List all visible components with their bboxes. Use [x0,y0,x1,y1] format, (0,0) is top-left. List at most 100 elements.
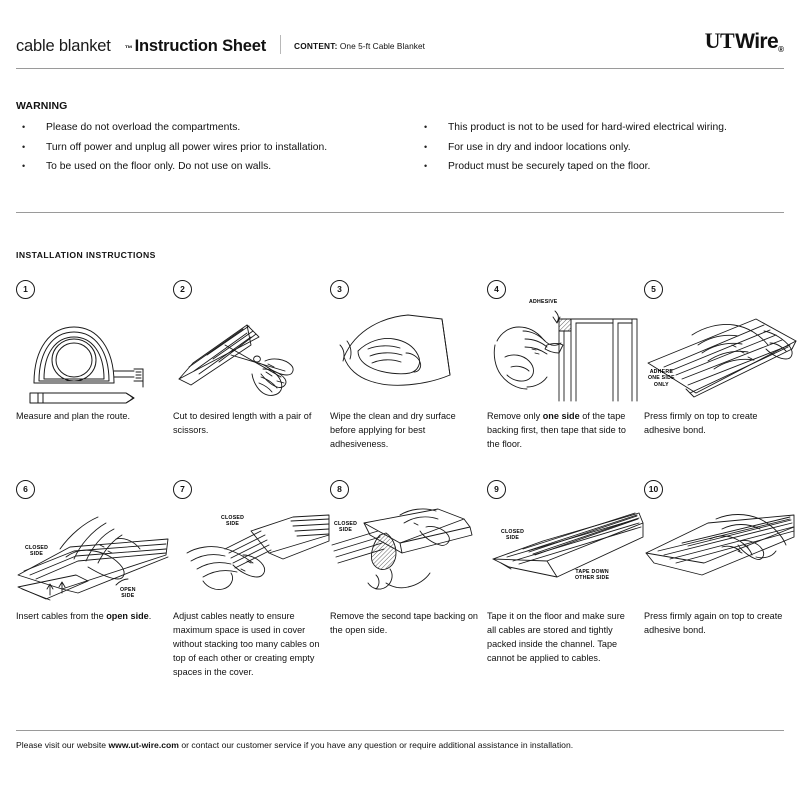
registered-mark-icon: ® [778,45,784,55]
warning-item: • This product is not to be used for har… [424,120,794,135]
hand-adjusting-icon [186,546,266,590]
insert-arrows [46,581,66,596]
section-rule [16,212,784,213]
step-8: 8 CLOSED SIDE [330,480,487,679]
callout-adhesive: ADHESIVE [529,299,558,305]
hand-pressing-icon [709,514,787,560]
step-number-badge: 5 [644,280,663,299]
step-1-caption: Measure and plan the route. [16,409,164,423]
warning-heading: WARNING [16,100,68,112]
step-10: 10 [644,480,800,679]
steps-row-one: 1 [16,280,797,451]
cloth-icon [343,314,451,386]
bullet-icon: • [424,122,428,132]
hand-peeling-icon [367,508,450,590]
hand-pressing-icon [691,324,793,370]
step-number-badge: 10 [644,480,663,499]
step-6-caption-pre: Insert cables from the [16,611,107,621]
step-10-caption-pre: Press firmly again on top to create adhe… [644,611,783,635]
callout-closed-side: CLOSED SIDE [501,529,525,542]
step-8-illustration: CLOSED SIDE [330,501,487,606]
step-4-caption-post: of the tape backing first, then tape tha… [487,411,626,449]
bullet-icon: • [424,161,428,171]
content-label: CONTENT: [294,41,338,51]
footer-website[interactable]: www.ut-wire.com [108,740,179,750]
step-7: 7 CLOSED SIDE [173,480,330,679]
bullet-icon: • [22,122,26,132]
warning-item-text: Turn off power and unplug all power wire… [46,141,328,153]
callout-adhere-one-side-only: ADHERE ONE SIDE ONLY [648,369,675,388]
step-8-caption-pre: Remove the second tape backing on the op… [330,611,478,635]
step-4-illustration: ADHESIVE [487,299,644,406]
step-10-caption: Press firmly again on top to create adhe… [644,609,792,637]
hand-wiping-icon [357,338,422,375]
step-5-caption-pre: Press firmly on top to create adhesive b… [644,411,758,435]
warning-item: • Please do not overload the compartment… [22,120,422,135]
hand-icon [251,362,285,396]
cable-cover-strip [178,324,260,386]
step-3-caption: Wipe the clean and dry surface before ap… [330,409,478,451]
step-9-caption-pre: Tape it on the floor and make sure all c… [487,611,625,663]
step-6-caption: Insert cables from the open side. [16,609,164,623]
step-3: 3 [330,280,487,451]
hand-inserting-icon [59,516,141,580]
step-1: 1 [16,280,173,451]
step-4-caption-bold: one side [542,411,580,421]
step-number-badge: 4 [487,280,506,299]
hand-peeling-icon [493,326,564,390]
step-number-badge: 7 [173,480,192,499]
tape-backing-peel [371,532,397,570]
step-number-badge: 3 [330,280,349,299]
step-number-badge: 1 [16,280,35,299]
step-5-caption: Press firmly on top to create adhesive b… [644,409,792,437]
step-1-illustration [16,301,173,406]
warning-item-text: Product must be securely taped on the fl… [448,161,651,172]
open-side-pointer [115,578,129,586]
step-10-illustration [644,501,800,606]
warning-list-right: • This product is not to be used for har… [424,120,794,179]
step-6-illustration: CLOSED SIDE OPEN SIDE [16,501,173,606]
cover-cross-section [558,318,638,402]
cover-ridges [522,512,639,556]
step-4: 4 ADHESIVE [487,280,644,451]
cable-cover-strip [17,538,169,601]
cables-bundle [331,530,385,564]
step-9: 9 CLOSED SIDE TAPE DOWN OTHER SIDE [487,480,644,679]
warning-item: • To be used on the floor only. Do not u… [22,159,422,174]
document-header: cable blanket ™ Instruction Sheet CONTEN… [16,28,784,62]
tape-measure-icon [33,326,144,388]
step-3-caption-pre: Wipe the clean and dry surface before ap… [330,411,456,449]
warning-item: • Product must be securely taped on the … [424,159,794,174]
warning-item: • Turn off power and unplug all power wi… [22,140,422,155]
callout-closed-side: CLOSED SIDE [221,515,245,528]
step-7-illustration: CLOSED SIDE [173,501,330,606]
step-2: 2 [173,280,330,451]
bullet-icon: • [424,141,428,152]
scissors-icon [224,344,294,388]
cable-cover-strip [250,514,330,560]
warning-item-text: Please do not overload the compartments. [46,122,241,133]
step-6-caption-bold: open side [106,611,149,621]
step-9-caption: Tape it on the floor and make sure all c… [487,609,635,665]
step-8-caption: Remove the second tape backing on the op… [330,609,478,637]
bullet-icon: • [22,161,26,171]
step-5: 5 ADHERE ONE SIDE ONLY [644,280,800,451]
bullet-icon: • [22,141,26,152]
installation-heading: INSTALLATION INSTRUCTIONS [16,250,156,260]
pencil-icon [29,392,135,404]
step-6: 6 CLOSED SIDE OPEN SIDE [16,480,173,679]
footer-post: or contact our customer service if you h… [178,740,574,750]
step-1-caption-pre: Measure and plan the route. [16,411,131,421]
step-2-illustration [173,301,330,406]
callout-tape-down-other-side: TAPE DOWN OTHER SIDE [575,569,610,582]
step-number-badge: 9 [487,480,506,499]
warning-item-text: To be used on the floor only. Do not use… [46,161,272,172]
step-2-caption: Cut to desired length with a pair of sci… [173,409,321,437]
warning-list-left: • Please do not overload the compartment… [22,120,422,179]
logo-wire-text: Wire [735,30,779,53]
step-3-illustration [330,301,487,406]
steps-row-two: 6 CLOSED SIDE OPEN SIDE [16,480,795,679]
step-number-badge: 8 [330,480,349,499]
step-7-caption: Adjust cables neatly to ensure maximum s… [173,609,321,679]
